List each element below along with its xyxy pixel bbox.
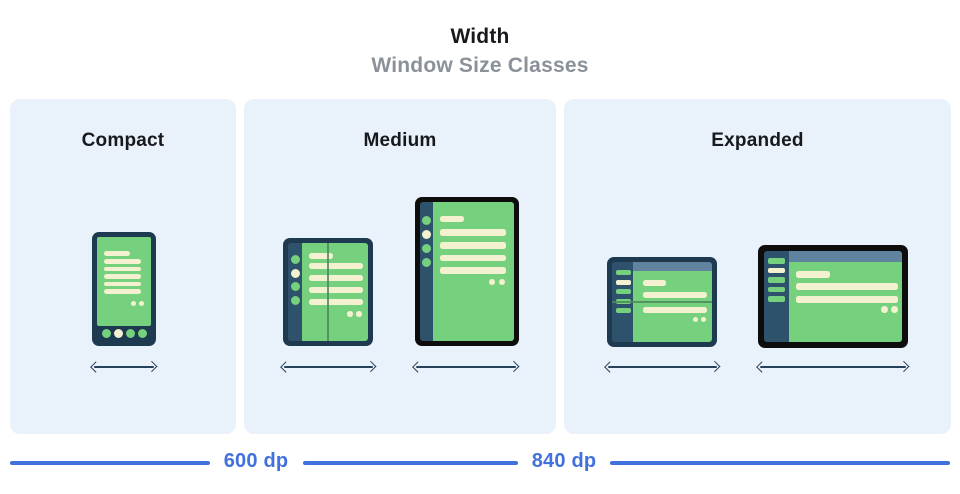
phone-nav-bar — [92, 329, 156, 338]
panel-compact-title: Compact — [81, 130, 165, 151]
arrow-right-head — [508, 361, 520, 373]
rail-dot — [422, 230, 431, 239]
tablet-landscape-screen — [789, 262, 902, 342]
axis-line-segment — [303, 461, 518, 465]
text-line — [440, 242, 506, 249]
fold-line — [327, 243, 329, 341]
rail-dot — [290, 282, 300, 291]
drawer-item — [768, 286, 785, 292]
arrow-right-head — [709, 361, 721, 373]
panel-medium-title: Medium — [363, 130, 437, 151]
tablet-landscape-device — [758, 245, 908, 348]
text-line — [440, 254, 506, 261]
rail-dot — [290, 268, 300, 278]
text-line — [104, 266, 141, 271]
nav-dot — [125, 329, 135, 338]
axis-line-segment — [610, 461, 950, 465]
arrow-right-head — [365, 361, 377, 373]
foldable-screen — [302, 243, 368, 341]
arrow-shaft — [94, 366, 154, 368]
action-dot — [499, 279, 505, 285]
page-subtitle: Window Size Classes — [371, 54, 589, 77]
arrow-shaft — [284, 366, 373, 368]
text-line — [104, 251, 130, 256]
nav-rail — [288, 243, 302, 341]
width-arrow — [756, 361, 910, 373]
rail-dot — [422, 244, 431, 253]
action-dot — [489, 279, 495, 285]
nav-drawer — [764, 251, 789, 342]
text-line — [309, 298, 363, 305]
action-dot — [881, 306, 888, 313]
axis-line-segment — [10, 461, 210, 465]
panel-compact: Compact — [10, 99, 236, 434]
drawer-item — [616, 270, 631, 275]
nav-dot — [101, 329, 111, 338]
text-line — [104, 281, 141, 286]
phone-screen — [97, 237, 151, 326]
nav-rail — [420, 202, 433, 341]
arrow-shaft — [416, 366, 516, 368]
text-line — [796, 271, 830, 278]
text-line — [309, 253, 333, 259]
width-arrow — [90, 361, 158, 373]
fold-line — [612, 301, 712, 303]
action-dot — [891, 306, 898, 313]
text-line — [643, 280, 666, 286]
action-dot — [347, 311, 353, 317]
text-line — [104, 259, 141, 264]
tablet-screen — [433, 202, 514, 341]
drawer-item — [616, 279, 631, 285]
drawer-item — [616, 308, 631, 313]
drawer-item — [768, 296, 785, 302]
nav-dot — [137, 329, 147, 338]
text-line — [440, 267, 506, 274]
width-arrow — [280, 361, 377, 373]
rail-dot — [290, 295, 300, 305]
action-dot — [356, 311, 362, 317]
rail-dot — [422, 216, 431, 225]
tablet-portrait-device — [415, 197, 519, 346]
width-arrow — [604, 361, 721, 373]
foldable-landscape-device — [607, 257, 717, 347]
arrow-right-head — [146, 361, 158, 373]
panel-expanded: Expanded — [564, 99, 951, 434]
arrow-right-head — [898, 361, 910, 373]
text-line — [796, 283, 898, 290]
text-line — [643, 307, 707, 313]
breakpoint-600dp-label: 600 dp — [223, 450, 289, 472]
text-line — [104, 274, 141, 279]
breakpoint-840dp-label: 840 dp — [531, 450, 597, 472]
text-line — [309, 287, 363, 293]
top-app-bar — [789, 251, 902, 262]
rail-dot — [422, 258, 431, 267]
text-line — [309, 263, 363, 269]
arrow-shaft — [760, 366, 906, 368]
width-arrow — [412, 361, 520, 373]
text-line — [796, 296, 898, 303]
action-dot — [693, 317, 698, 322]
text-line — [643, 292, 707, 298]
phone-device — [92, 232, 156, 346]
action-dot — [131, 301, 136, 306]
text-line — [440, 216, 464, 222]
panel-expanded-title: Expanded — [711, 130, 804, 151]
text-line — [440, 229, 506, 236]
action-dot — [701, 317, 706, 322]
drawer-item — [768, 258, 785, 264]
top-app-bar — [633, 262, 712, 271]
text-line — [104, 289, 141, 294]
nav-dot — [113, 329, 123, 338]
foldable-landscape-screen — [633, 271, 712, 342]
rail-dot — [290, 255, 300, 264]
action-dot — [139, 301, 144, 306]
arrow-shaft — [608, 366, 717, 368]
drawer-item — [616, 289, 631, 294]
page-title: Width — [450, 25, 510, 48]
panel-medium: Medium — [244, 99, 556, 434]
text-line — [309, 275, 363, 281]
foldable-portrait-device — [283, 238, 373, 346]
drawer-item — [768, 267, 785, 273]
drawer-item — [768, 277, 785, 283]
